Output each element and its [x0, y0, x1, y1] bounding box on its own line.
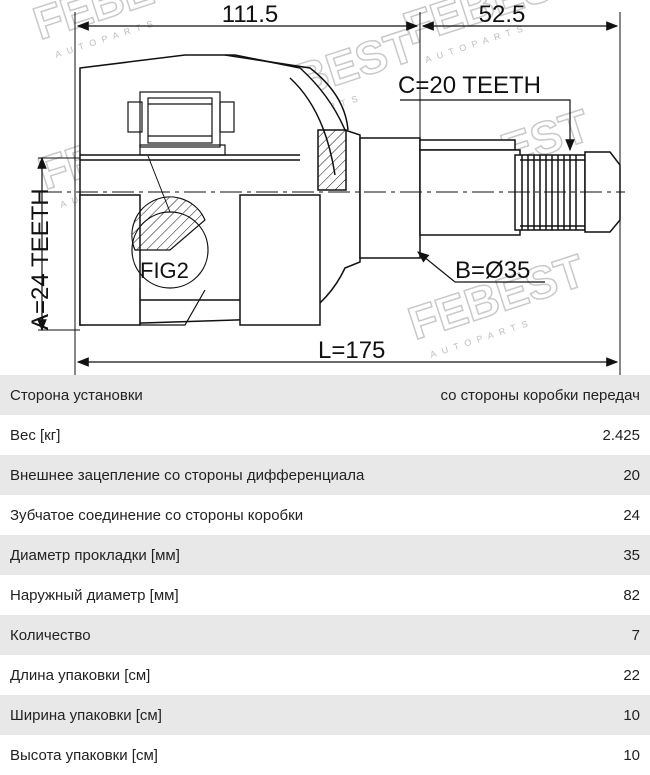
- technical-drawing: FEBEST AUTOPARTS FEBEST AUTOPARTS FEBEST…: [0, 0, 650, 375]
- output-shaft: [359, 137, 621, 259]
- watermark-logo: FEBEST: [27, 0, 216, 50]
- spec-value: 2.425: [602, 426, 640, 444]
- spec-row-outer-teeth: Внешнее зацепление со стороны дифференци…: [0, 455, 650, 495]
- spec-row-package-height: Высота упаковки [см] 10: [0, 735, 650, 775]
- spec-value: 10: [623, 706, 640, 724]
- spec-row-inner-teeth: Зубчатое соединение со стороны коробки 2…: [0, 495, 650, 535]
- diameter-label-b: B=Ø35: [455, 257, 530, 284]
- label-c-teeth: C=20 TEETH: [398, 72, 575, 152]
- dimension-52-5: 52.5: [421, 1, 619, 31]
- spec-label: Количество: [10, 626, 91, 644]
- tripod-roller: [127, 91, 235, 156]
- spec-value: 24: [623, 506, 640, 524]
- fig2-label: FIG2: [140, 258, 189, 283]
- spec-value: 20: [623, 466, 640, 484]
- teeth-label-a: A=24 TEETH: [27, 188, 54, 330]
- spec-value: 82: [623, 586, 640, 604]
- dimension-label: 52.5: [479, 1, 526, 28]
- spec-label: Ширина упаковки [см]: [10, 706, 162, 724]
- teeth-label-c: C=20 TEETH: [398, 72, 541, 99]
- spec-label: Сторона установки: [10, 386, 143, 404]
- label-a-teeth: A=24 TEETH: [27, 156, 80, 332]
- spec-label: Диаметр прокладки [мм]: [10, 546, 180, 564]
- spec-value: 35: [623, 546, 640, 564]
- spec-label: Длина упаковки [см]: [10, 666, 151, 684]
- spec-label: Высота упаковки [см]: [10, 746, 158, 764]
- dimension-l-175: L=175: [76, 337, 619, 367]
- spec-label: Внешнее зацепление со стороны дифференци…: [10, 466, 365, 484]
- spec-value: 22: [623, 666, 640, 684]
- spec-label: Зубчатое соединение со стороны коробки: [10, 506, 304, 524]
- spec-label: Вес [кг]: [10, 426, 61, 444]
- spec-row-quantity: Количество 7: [0, 615, 650, 655]
- spec-row-outer-diameter: Наружный диаметр [мм] 82: [0, 575, 650, 615]
- spec-row-side: Сторона установки со стороны коробки пер…: [0, 375, 650, 415]
- spec-row-seal-diameter: Диаметр прокладки [мм] 35: [0, 535, 650, 575]
- length-label-l: L=175: [318, 337, 385, 364]
- spec-row-package-length: Длина упаковки [см] 22: [0, 655, 650, 695]
- spec-table: Сторона установки со стороны коробки пер…: [0, 375, 650, 775]
- spec-value: 10: [623, 746, 640, 764]
- spec-value: со стороны коробки передач: [440, 386, 641, 404]
- joint-housing: [79, 54, 361, 326]
- spec-row-package-width: Ширина упаковки [см] 10: [0, 695, 650, 735]
- spec-value: 7: [631, 626, 640, 644]
- spec-label: Наружный диаметр [мм]: [10, 586, 179, 604]
- dimension-label: 111.5: [222, 1, 279, 28]
- fig2-detail: FIG2: [131, 155, 209, 326]
- label-b-diameter: B=Ø35: [417, 251, 545, 284]
- spec-row-weight: Вес [кг] 2.425: [0, 415, 650, 455]
- dimension-111-5: 111.5: [76, 1, 419, 31]
